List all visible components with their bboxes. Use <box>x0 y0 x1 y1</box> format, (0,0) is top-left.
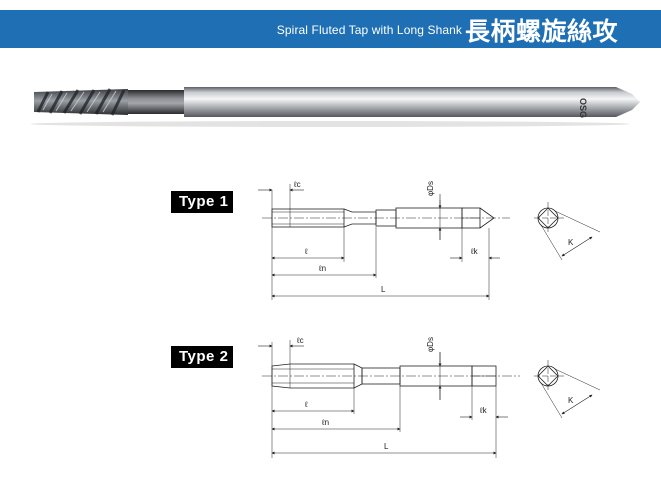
type2-dim-L: L <box>384 442 389 451</box>
header-title-jp: 長柄螺旋絲攻 <box>465 17 619 46</box>
type2-drawing <box>258 340 601 458</box>
type2-dim-lk: ℓk <box>479 406 488 415</box>
type1-dim-k: K <box>568 238 574 247</box>
type2-dim-k: K <box>568 396 574 405</box>
type2-dim-lc: ℓc <box>296 336 304 345</box>
type1-label: Type 1 <box>171 191 234 213</box>
type2-dim-ln: ℓn <box>321 418 329 427</box>
type2-dim-ds: φDs <box>426 337 435 352</box>
type2-label: Type 2 <box>171 346 234 368</box>
header-band: Spiral Fluted Tap with Long Shank 長柄螺旋絲攻 <box>0 10 661 48</box>
type1-dim-L: L <box>381 285 386 294</box>
type1-dim-ds: φDs <box>426 181 435 196</box>
tap-product-image: OSG <box>30 87 640 127</box>
type1-dim-l: ℓ <box>304 247 308 256</box>
type1-dim-ln: ℓn <box>318 264 326 273</box>
type1-dim-lk: ℓk <box>470 247 479 256</box>
type2-dim-l: ℓ <box>304 400 308 409</box>
type1-dim-lc: ℓc <box>293 180 301 189</box>
header-title-en: Spiral Fluted Tap with Long Shank <box>276 23 462 37</box>
shank-marking: OSG <box>578 98 588 118</box>
type1-drawing <box>258 184 601 300</box>
